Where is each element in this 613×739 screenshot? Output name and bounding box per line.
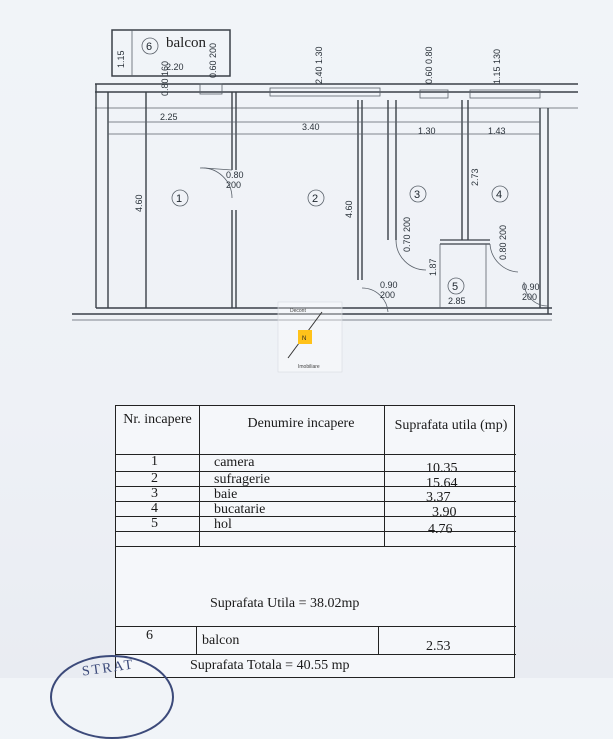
row1-nr: 1 <box>151 454 158 469</box>
room-number-1: 1 <box>176 193 182 205</box>
balcony-number: 6 <box>146 41 152 53</box>
dim-hall-width: 2.85 <box>448 296 466 306</box>
row2-area: 15.64 <box>426 476 458 491</box>
row6-name: balcon <box>202 633 240 648</box>
floor-plan: 6 balcon 1.15 2.20 0.60 200 0.80 160 2.4… <box>72 29 578 373</box>
window-room3 <box>419 89 449 99</box>
dim-door-entry-h: 200 <box>522 292 537 302</box>
room-marker-3 <box>409 185 427 203</box>
row5-nr: 5 <box>151 516 158 531</box>
dim-window3: 0.60 0.80 <box>424 46 434 84</box>
room-number-2: 2 <box>312 193 318 205</box>
dim-door2-width: 0.80 <box>226 170 244 180</box>
row5-name: hol <box>214 517 232 532</box>
total-util: Suprafata Utila = 38.02mp <box>210 596 360 611</box>
dim-door2-height: 200 <box>226 180 241 190</box>
dim-door1: 0.80 160 <box>160 61 170 96</box>
header-nr: Nr. incapere <box>123 412 192 427</box>
dim-door-entry: 0.90 <box>522 282 540 292</box>
row2-nr: 2 <box>151 471 158 486</box>
dim-balcony-door: 0.60 200 <box>208 43 218 78</box>
header-name: Denumire incapere <box>247 416 355 431</box>
row2-name: sufragerie <box>214 472 270 487</box>
room-number-5: 5 <box>452 281 458 293</box>
room-number-3: 3 <box>414 189 420 201</box>
row1-name: camera <box>214 455 255 470</box>
row4-area: 3.90 <box>432 505 457 520</box>
balcony-label: balcon <box>166 35 206 51</box>
row3-nr: 3 <box>151 486 158 501</box>
dim-room3-width: 1.30 <box>418 126 436 136</box>
room-marker-6 <box>141 37 159 55</box>
dim-door3: 0.70 200 <box>402 217 412 252</box>
dim-door-hall-h: 200 <box>380 290 395 300</box>
row4-name: bucatarie <box>214 502 266 517</box>
row4-nr: 4 <box>151 501 158 516</box>
room-marker-4 <box>491 185 509 203</box>
row6-area: 2.53 <box>426 639 451 654</box>
window-room2 <box>269 87 381 97</box>
official-stamp: STRAT <box>50 655 174 739</box>
dim-window2: 2.40 1.30 <box>314 46 324 84</box>
dim-room2-length: 4.60 <box>344 200 354 218</box>
room-marker-2 <box>307 189 325 207</box>
window-room4 <box>469 89 541 99</box>
row6-nr: 6 <box>146 628 153 643</box>
row5-area: 4.76 <box>428 522 453 537</box>
dim-room4-width: 1.43 <box>488 126 506 136</box>
watermark-icon-label: N <box>302 336 306 342</box>
row1-area: 10.35 <box>426 461 458 476</box>
stamp-text: STRAT <box>81 657 136 680</box>
row3-name: baie <box>214 487 238 502</box>
total-area: Suprafata Totala = 40.55 mp <box>190 658 350 673</box>
room-marker-1 <box>171 189 189 207</box>
watermark-bottom: Imobiliare <box>298 364 320 370</box>
area-table: Nr. incapere Denumire incapere Suprafata… <box>115 405 516 678</box>
row3-area: 3.37 <box>426 490 451 505</box>
dim-room4-length: 2.73 <box>470 168 480 186</box>
room-number-4: 4 <box>496 189 502 201</box>
dim-balcony-depth: 1.15 <box>116 50 126 68</box>
dim-room1-length: 4.60 <box>134 194 144 212</box>
dim-door-hall: 0.90 <box>380 280 398 290</box>
dim-door4: 0.80 200 <box>498 225 508 260</box>
dim-room2-width: 3.40 <box>302 122 320 132</box>
dim-room1-width: 2.25 <box>160 112 178 122</box>
map-pin-icon <box>298 330 312 344</box>
header-area: Suprafata utila (mp) <box>394 418 508 433</box>
room-marker-5 <box>447 277 465 295</box>
balcony-outline <box>111 29 231 77</box>
window-balcony <box>199 83 223 95</box>
dim-hall-depth: 1.87 <box>428 258 438 276</box>
watermark-top: Decont <box>290 308 306 314</box>
dim-window4: 1.15 130 <box>492 49 502 84</box>
dim-balcony-width: 2.20 <box>166 62 184 72</box>
